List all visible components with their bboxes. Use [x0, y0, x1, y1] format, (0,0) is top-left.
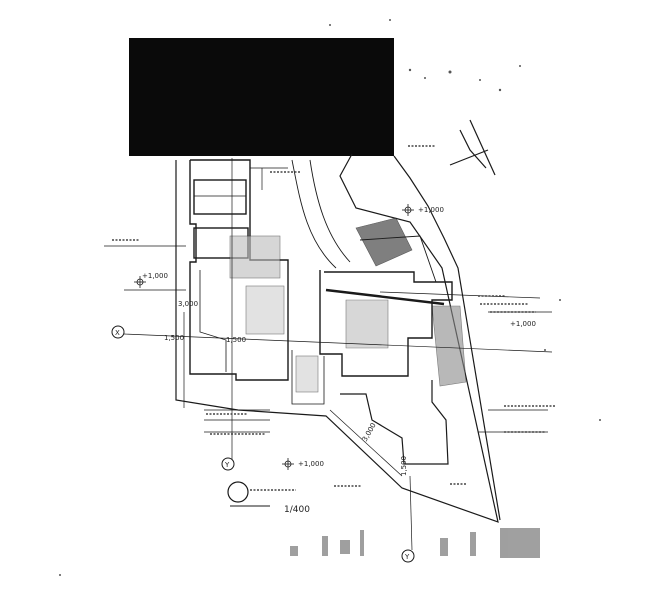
- access-road: [291, 159, 351, 269]
- elevation-label-1: +1,000: [418, 206, 444, 214]
- dimension-label-2: 1,500: [164, 334, 184, 342]
- axis-y-label: Y: [224, 461, 230, 469]
- elevation-label-4: +1,000: [510, 320, 536, 328]
- title-circle-icon: [227, 481, 249, 503]
- dimension-label-5: 1,500: [400, 456, 408, 476]
- axis-marker-y-top: Y: [221, 457, 235, 471]
- level-markers: [134, 204, 414, 470]
- bottom-noise-band: [290, 528, 540, 558]
- drawing-title: 1/400: [227, 481, 310, 515]
- scale-label: 1/400: [284, 505, 310, 515]
- axis-marker-y-bottom: Y: [401, 549, 415, 563]
- dimension-label-4: 3,000: [361, 422, 378, 443]
- central-wing: [291, 235, 453, 465]
- axis-x-label: X: [115, 329, 120, 337]
- axis-y-label-2: Y: [404, 553, 410, 561]
- illegible-annotations: [112, 145, 556, 491]
- elevation-label-3: +1,000: [142, 272, 168, 280]
- hatched-rooms: [229, 217, 467, 393]
- axis-marker-x: X: [111, 325, 125, 339]
- dimension-label-1: 3,000: [178, 300, 198, 308]
- scan-noise: [59, 19, 601, 576]
- dimension-label-3: 1,500: [226, 336, 246, 344]
- redacted-title-block: [129, 38, 394, 156]
- elevation-label-2: +1,000: [298, 460, 324, 468]
- site-boundary: [175, 119, 501, 523]
